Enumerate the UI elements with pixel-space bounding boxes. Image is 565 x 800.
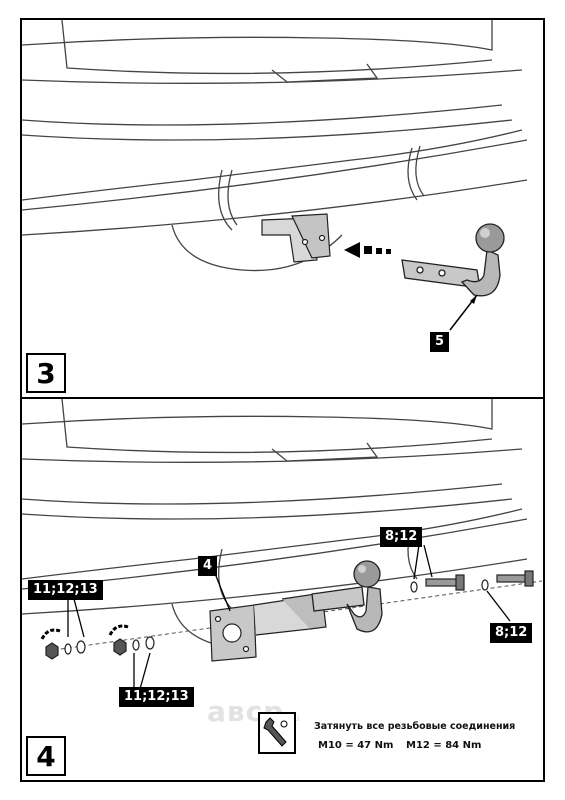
- step-4-number: 4: [26, 736, 66, 776]
- torque-instruction: Затянуть все резьбовые соединения: [314, 721, 516, 732]
- wrench-icon: [263, 717, 288, 747]
- rotation-arrow-icon: [40, 624, 129, 640]
- part-4-label: 4: [198, 556, 218, 576]
- step-3-number: 3: [26, 353, 66, 393]
- wrench-icon-box: [258, 712, 296, 754]
- nuts-label-bottom: 11;12;13: [119, 687, 194, 707]
- bumper-drawing-step3: [22, 20, 528, 331]
- torque-m10: M10 = 47 Nm: [318, 740, 394, 751]
- part-5-label: 5: [430, 332, 450, 352]
- step-3-panel: 5 3: [20, 18, 545, 399]
- bolts-label-right: 8;12: [490, 623, 533, 643]
- bolts-label-top: 8;12: [380, 527, 423, 547]
- torque-m12: M12 = 84 Nm: [406, 740, 482, 751]
- bumper-drawing-step4: [22, 399, 543, 690]
- step-4-panel: aвсp.ru 4 11;12;13 11;12;13 8;12 8;12 За…: [20, 399, 545, 782]
- nuts-label-top: 11;12;13: [28, 580, 103, 600]
